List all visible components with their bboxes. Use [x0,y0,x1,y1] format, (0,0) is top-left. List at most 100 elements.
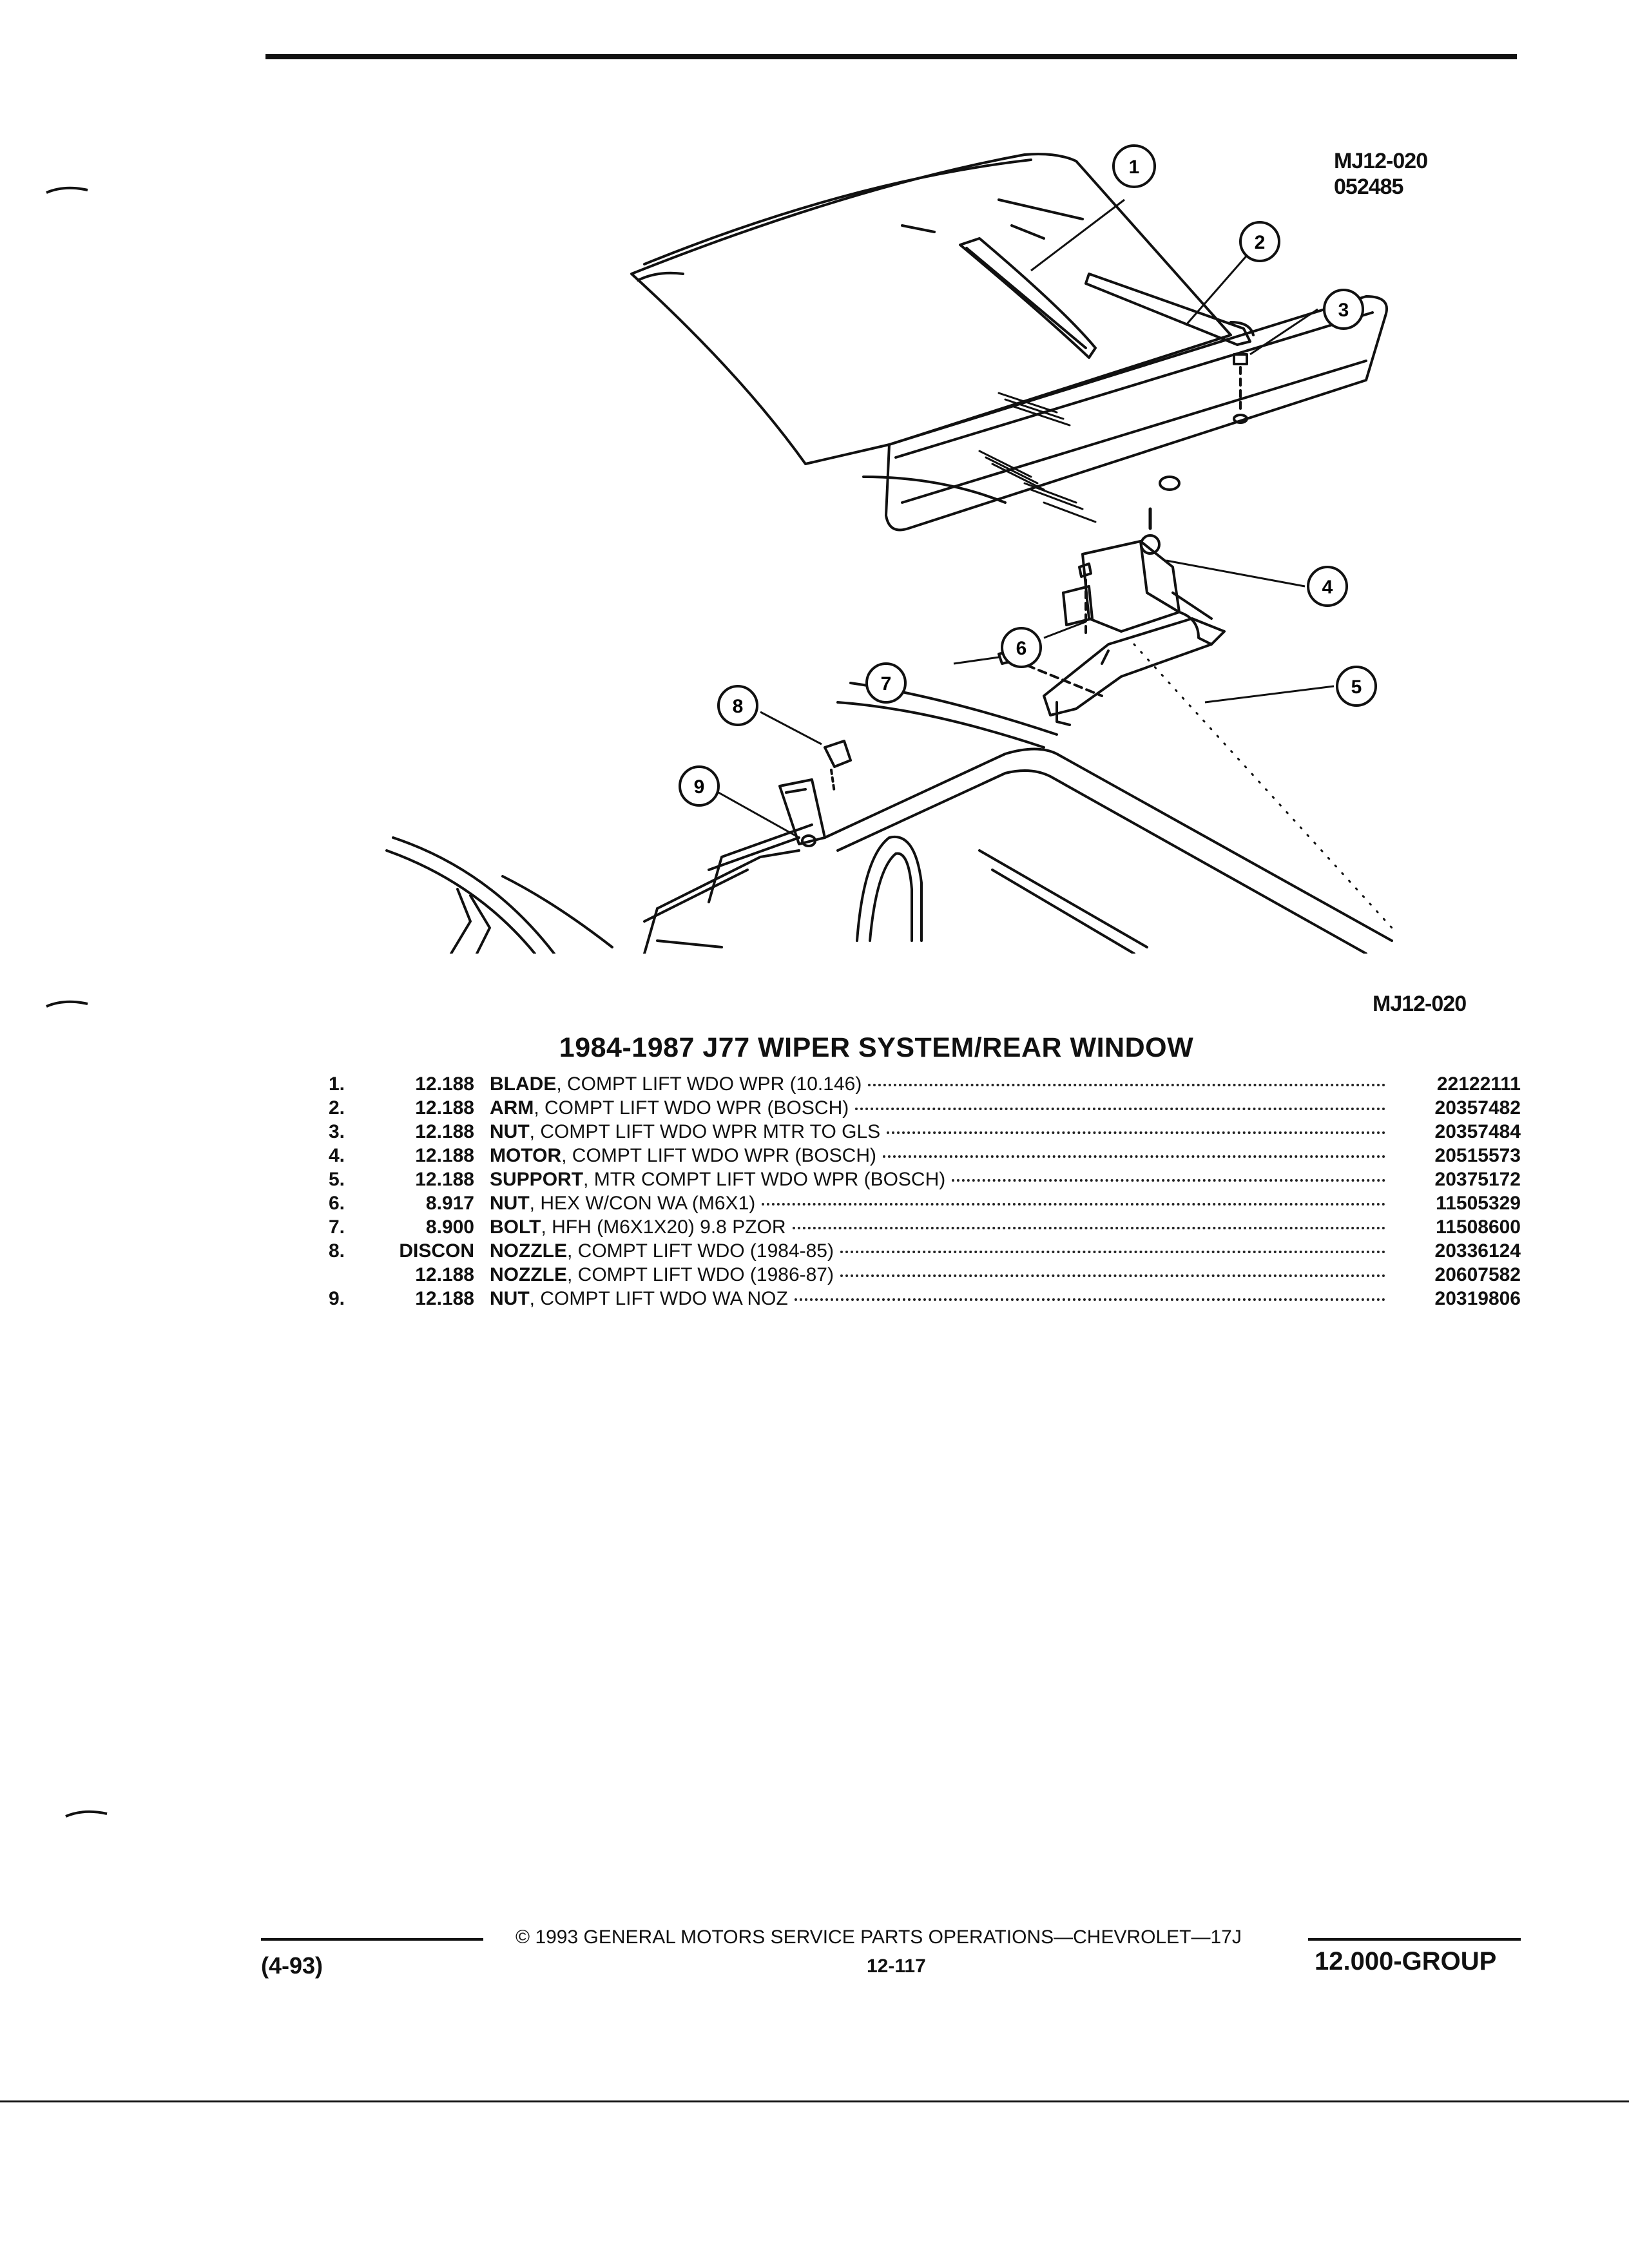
part-description: NOZZLE, COMPT LIFT WDO (1986-87) [490,1264,834,1286]
part-name: MOTOR [490,1145,562,1166]
part-detail: , COMPT LIFT WDO WPR (10.146) [556,1073,862,1095]
part-detail: , COMPT LIFT WDO (1984-85) [567,1240,834,1262]
diagram-bottom-ref: MJ12-020 [1373,992,1467,1016]
part-code: 12.188 [415,1169,474,1190]
part-code: DISCON [399,1240,474,1262]
callout-1: 1 [1112,144,1156,188]
callout-3: 3 [1323,289,1364,330]
wiper-arm [1084,273,1251,346]
diagram-date-code: 052485 [1334,175,1403,199]
scan-mark-top [46,186,88,194]
part-index: 1. [329,1073,345,1095]
part-index: 8. [329,1240,345,1262]
part-code: 12.188 [415,1288,474,1309]
part-description: NUT, COMPT LIFT WDO WA NOZ [490,1288,788,1310]
bottom-scan-line [0,2100,1629,2102]
part-code: 12.188 [415,1073,474,1095]
parts-row: 8. DISCON NOZZLE, COMPT LIFT WDO (1984-85)… [329,1240,1521,1264]
washer-nozzle [824,740,852,768]
diagram-ref-code: MJ12-020 [1334,149,1428,173]
wiper-motor [1081,540,1181,633]
part-number: 20375172 [1434,1169,1521,1190]
part-name: BOLT [490,1216,541,1238]
part-code: 8.917 [425,1193,474,1214]
scan-mark-middle [46,1000,88,1008]
section-title: 1984-1987 J77 WIPER SYSTEM/REAR WINDOW [559,1032,1194,1063]
part-name: NOZZLE [490,1264,567,1285]
svg-text:3: 3 [1338,300,1349,321]
svg-text:2: 2 [1255,232,1266,253]
part-number: 20336124 [1434,1240,1521,1262]
leader-dots [840,1274,1385,1277]
svg-text:1: 1 [1129,157,1140,178]
part-number: 20319806 [1434,1288,1521,1309]
part-code: 12.188 [415,1145,474,1166]
scan-mark-bottom [65,1810,108,1818]
leader-dots [840,1251,1385,1253]
part-index: 9. [329,1288,345,1309]
svg-text:6: 6 [1016,638,1027,659]
part-code: 12.188 [415,1097,474,1119]
part-number: 20607582 [1434,1264,1521,1285]
part-name: NUT [490,1121,530,1142]
footer-rule-right [1308,1938,1521,1941]
footer-group: 12.000-GROUP [1315,1947,1497,1975]
part-code: 12.188 [415,1264,474,1285]
part-code: 12.188 [415,1121,474,1142]
parts-row: 9. 12.188 NUT, COMPT LIFT WDO WA NOZ 203198… [329,1288,1521,1312]
part-number: 11505329 [1436,1193,1521,1214]
part-detail: , COMPT LIFT WDO (1986-87) [567,1264,834,1285]
part-number: 22122111 [1436,1073,1521,1095]
part-name: NUT [490,1288,530,1309]
part-description: BOLT, HFH (M6X1X20) 9.8 PZOR [490,1216,786,1238]
liftgate-spoiler [885,295,1388,532]
footer-page-number: 12-117 [867,1956,926,1977]
part-name: BLADE [490,1073,557,1095]
part-detail: , COMPT LIFT WDO WA NOZ [529,1288,788,1309]
callout-8: 8 [717,685,758,726]
leader-dots [794,1298,1385,1301]
parts-row: 1. 12.188 BLADE, COMPT LIFT WDO WPR (10.14… [329,1073,1521,1097]
part-index: 7. [329,1216,345,1238]
part-number: 20515573 [1434,1145,1521,1166]
part-index: 4. [329,1145,345,1166]
leader-dots [952,1179,1385,1182]
footer-copyright: © 1993 GENERAL MOTORS SERVICE PARTS OPER… [516,1927,1242,1948]
part-detail: , COMPT LIFT WDO WPR MTR TO GLS [529,1121,881,1142]
callout-5: 5 [1336,666,1377,707]
leader-dots [762,1203,1385,1206]
part-name: ARM [490,1097,534,1119]
part-name: NUT [490,1193,530,1214]
callout-4: 4 [1307,566,1348,607]
part-name: SUPPORT [490,1169,584,1190]
top-rule [265,54,1517,59]
part-description: NUT, HEX W/CON WA (M6X1) [490,1193,755,1215]
part-detail: , COMPT LIFT WDO WPR (BOSCH) [534,1097,849,1119]
part-description: NOZZLE, COMPT LIFT WDO (1984-85) [490,1240,834,1262]
part-number: 20357484 [1434,1121,1521,1142]
leader-dots [883,1155,1385,1158]
svg-text:7: 7 [881,673,892,695]
footer-revision: (4-93) [261,1952,323,1979]
parts-list: 1. 12.188 BLADE, COMPT LIFT WDO WPR (10.14… [329,1073,1521,1312]
part-description: ARM, COMPT LIFT WDO WPR (BOSCH) [490,1097,849,1119]
part-detail: , COMPT LIFT WDO WPR (BOSCH) [561,1145,877,1166]
svg-text:9: 9 [694,776,705,798]
leader-dots [887,1131,1385,1134]
leader-dots [855,1108,1385,1110]
rear-window-glass [630,153,1232,465]
leader-dots [792,1227,1385,1229]
svg-text:5: 5 [1351,677,1362,698]
part-detail: , MTR COMPT LIFT WDO WPR (BOSCH) [583,1169,946,1190]
parts-row: 2. 12.188 ARM, COMPT LIFT WDO WPR (BOSCH) 2… [329,1097,1521,1121]
wiper-blade [959,237,1097,359]
motor-support-bracket [1043,617,1226,716]
callout-2: 2 [1239,221,1280,262]
callout-7: 7 [865,662,907,704]
part-number: 20357482 [1434,1097,1521,1119]
callout-6: 6 [1001,627,1042,668]
part-index: 2. [329,1097,345,1119]
parts-row: 4. 12.188 MOTOR, COMPT LIFT WDO WPR (BOSCH… [329,1145,1521,1169]
